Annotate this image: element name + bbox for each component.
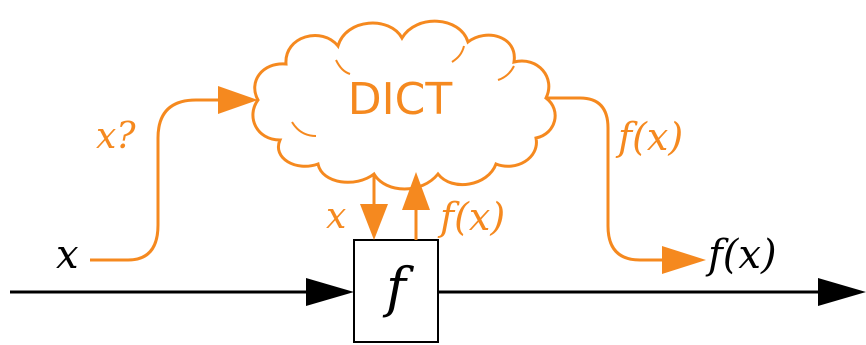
final-output-label: f(x): [705, 232, 777, 278]
cloud-puff-4: [497, 65, 515, 81]
dict-output-arrow: [662, 246, 706, 274]
cloud-puff-1: [291, 121, 317, 137]
dict-output-path: [546, 96, 664, 262]
from-f-label: f(x): [437, 195, 505, 239]
cloud-puff-2: [335, 59, 351, 75]
cloud-to-f-arrow: [360, 204, 388, 240]
dict-output-label: f(x): [615, 115, 683, 159]
query-arrow: [218, 86, 258, 114]
query-path: [90, 98, 222, 262]
function-box: [353, 239, 439, 343]
f-to-cloud-arrow: [402, 172, 430, 210]
main-arrow-into-f: [306, 278, 354, 306]
dict-cloud: [251, 19, 557, 191]
input-x-label: x: [56, 232, 79, 278]
main-output-arrow: [818, 278, 866, 306]
cloud-puff-3: [451, 45, 465, 63]
dict-label: DICT: [348, 74, 453, 125]
to-f-x-label: x: [326, 196, 346, 237]
query-label: x?: [96, 116, 136, 157]
